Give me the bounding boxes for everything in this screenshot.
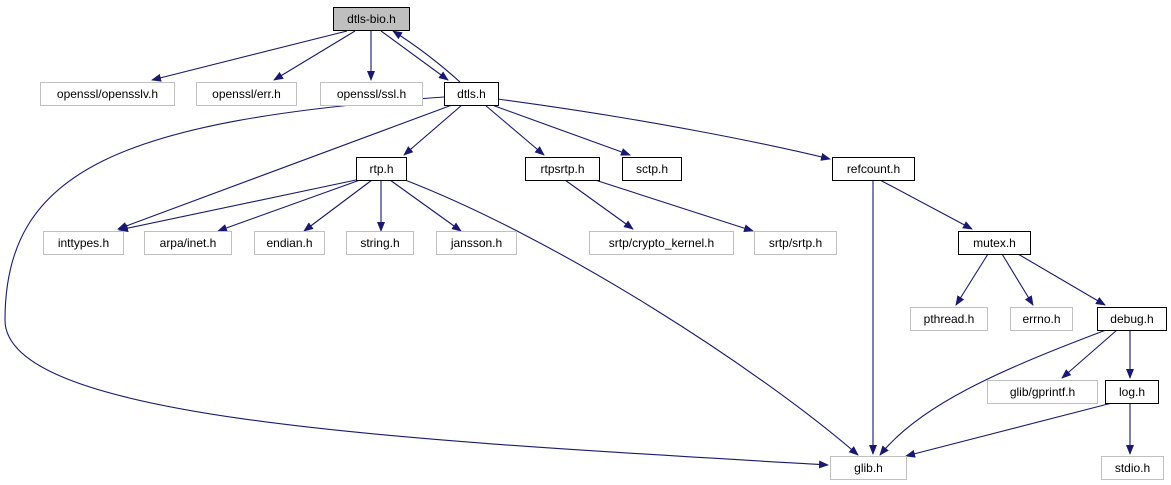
- node-opensslv: openssl/opensslv.h: [40, 82, 175, 106]
- node-box: [1010, 307, 1073, 331]
- node-label: jansson.h: [450, 236, 502, 250]
- edge-dtls-to-inttypes: [117, 104, 453, 230]
- node-box: [525, 157, 600, 181]
- node-label: inttypes.h: [58, 236, 109, 250]
- edge-dtls-to-rtp: [403, 104, 463, 156]
- node-box: [830, 456, 907, 480]
- node-label: string.h: [360, 236, 399, 250]
- node-label: glib.h: [854, 461, 883, 475]
- node-box: [40, 82, 175, 106]
- node-box: [1101, 456, 1164, 480]
- node-inet: arpa/inet.h: [144, 231, 232, 255]
- edge-mutex-to-pthread: [955, 253, 989, 306]
- node-log[interactable]: log.h: [1105, 380, 1159, 404]
- edge-dtls-to-refcount: [496, 98, 831, 161]
- node-box: [958, 231, 1031, 255]
- edge-rtpsrtp-to-srtp: [594, 179, 754, 233]
- node-box: [254, 231, 325, 255]
- node-debug[interactable]: debug.h: [1097, 307, 1167, 331]
- node-box: [346, 231, 414, 255]
- node-srtp: srtp/srtp.h: [754, 231, 837, 255]
- node-endian: endian.h: [254, 231, 325, 255]
- node-mutex[interactable]: mutex.h: [958, 231, 1031, 255]
- edge-dtls-bio-to-err: [273, 30, 356, 81]
- node-dtls-bio[interactable]: dtls-bio.h: [333, 7, 410, 31]
- node-box: [444, 82, 499, 106]
- node-label: openssl/opensslv.h: [57, 87, 158, 101]
- node-label: endian.h: [266, 236, 312, 250]
- node-sctp[interactable]: sctp.h: [622, 157, 682, 181]
- edge-dtls-to-rtpsrtp: [484, 104, 545, 156]
- node-inttypes: inttypes.h: [43, 231, 124, 255]
- edge-rtpsrtp-to-crypto: [564, 179, 634, 230]
- node-crypto: srtp/crypto_kernel.h: [589, 231, 734, 255]
- node-label: rtp.h: [369, 162, 393, 176]
- node-label: errno.h: [1022, 312, 1060, 326]
- edge-refcount-to-mutex: [879, 179, 973, 230]
- edge-log-to-glib: [905, 402, 1113, 458]
- node-label: dtls-bio.h: [347, 12, 396, 26]
- node-box: [832, 157, 915, 181]
- node-box: [320, 82, 423, 106]
- node-label: glib/gprintf.h: [1010, 385, 1075, 399]
- node-box: [333, 7, 410, 31]
- node-label: openssl/err.h: [212, 87, 281, 101]
- node-ssl: openssl/ssl.h: [320, 82, 423, 106]
- node-dtls[interactable]: dtls.h: [444, 82, 499, 106]
- nodes-layer: dtls-bio.h openssl/opensslv.h openssl/err.…: [40, 7, 1167, 480]
- edge-rtp-to-inttypes: [118, 179, 357, 233]
- edge-rtp-to-glib: [404, 179, 859, 456]
- edge-mutex-to-errno: [1001, 253, 1034, 306]
- node-box: [910, 307, 988, 331]
- node-box: [196, 82, 297, 106]
- node-label: srtp/crypto_kernel.h: [609, 236, 714, 250]
- node-box: [1097, 307, 1167, 331]
- node-label: pthread.h: [924, 312, 975, 326]
- node-label: refcount.h: [847, 162, 900, 176]
- edge-dtls-bio-to-opensslv: [151, 30, 348, 82]
- edge-dtls-to-sctp: [491, 104, 631, 156]
- node-errno: errno.h: [1010, 307, 1073, 331]
- node-box: [436, 231, 517, 255]
- node-box: [589, 231, 734, 255]
- edge-rtp-to-endian: [303, 179, 373, 232]
- node-label: sctp.h: [636, 162, 668, 176]
- node-box: [43, 231, 124, 255]
- node-pthread: pthread.h: [910, 307, 988, 331]
- edges-layer: [4, 30, 1134, 469]
- node-box: [144, 231, 232, 255]
- node-gprintf: glib/gprintf.h: [987, 380, 1098, 404]
- node-glib: glib.h: [830, 456, 907, 480]
- node-err: openssl/err.h: [196, 82, 297, 106]
- node-jansson: jansson.h: [436, 231, 517, 255]
- edge-dtls-bio-to-dtls: [380, 30, 449, 81]
- node-label: openssl/ssl.h: [337, 87, 406, 101]
- node-label: arpa/inet.h: [160, 236, 217, 250]
- node-label: rtpsrtp.h: [540, 162, 584, 176]
- node-box: [754, 231, 837, 255]
- node-label: stdio.h: [1115, 461, 1150, 475]
- edge-rtp-to-jansson: [389, 179, 462, 232]
- node-box: [987, 380, 1098, 404]
- node-refcount[interactable]: refcount.h: [832, 157, 915, 181]
- node-label: mutex.h: [973, 236, 1016, 250]
- edge-dtls-to-glib: [4, 96, 829, 469]
- node-stdio: stdio.h: [1101, 456, 1164, 480]
- node-box: [1105, 380, 1159, 404]
- node-rtp[interactable]: rtp.h: [356, 157, 407, 181]
- node-box: [622, 157, 682, 181]
- node-label: log.h: [1119, 385, 1145, 399]
- node-string: string.h: [346, 231, 414, 255]
- node-label: srtp/srtp.h: [769, 236, 822, 250]
- edge-debug-to-gprintf: [1061, 329, 1118, 379]
- node-box: [356, 157, 407, 181]
- node-label: dtls.h: [457, 87, 486, 101]
- node-label: debug.h: [1110, 312, 1153, 326]
- edge-mutex-to-debug: [1017, 253, 1106, 306]
- edge-dtls-to-dtls-bio: [392, 30, 461, 83]
- edge-rtp-to-inet: [217, 179, 361, 232]
- node-rtpsrtp[interactable]: rtpsrtp.h: [525, 157, 600, 181]
- edge-debug-to-glib: [879, 329, 1107, 456]
